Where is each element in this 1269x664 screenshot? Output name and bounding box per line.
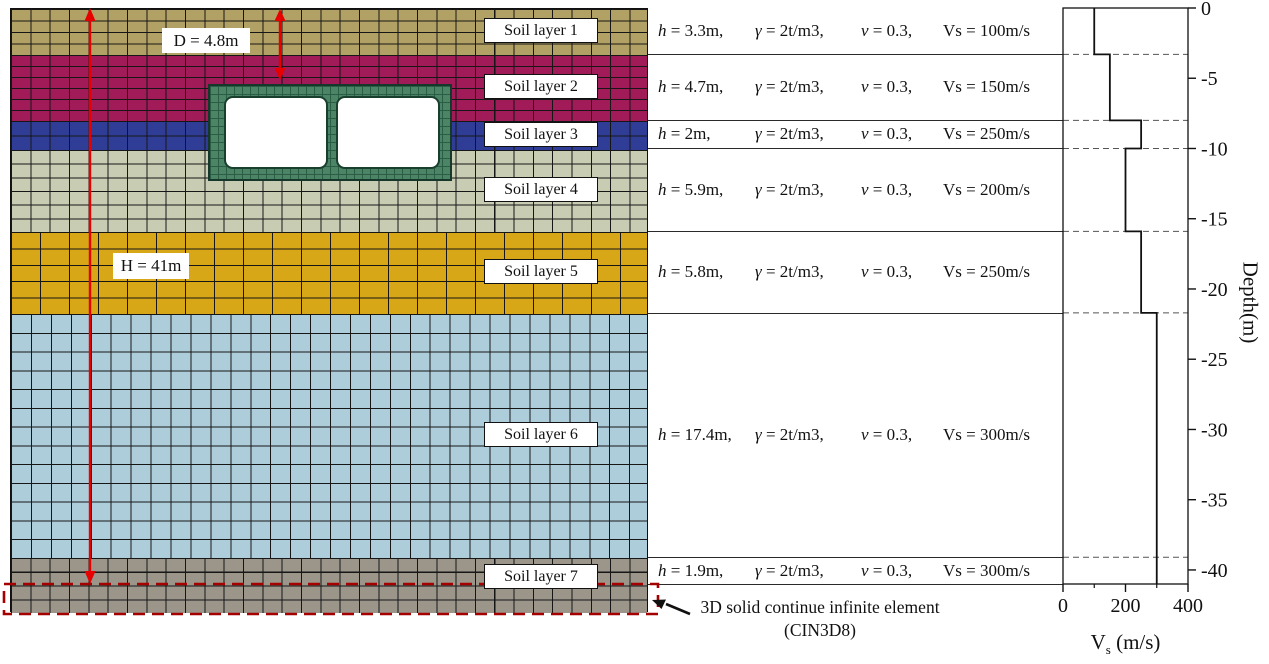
x-tick-label: 200	[1111, 595, 1141, 617]
y-tick-label: -15	[1201, 209, 1228, 231]
soil-layer-4-label: Soil layer 4	[484, 177, 598, 202]
layer-boundary-line	[648, 54, 1063, 55]
tunnel-structure-mesh	[208, 84, 452, 181]
shear-velocity-value: Vs = 100m/s	[943, 21, 1031, 40]
soil-layer-7-properties: h = 1.9m, γ = 2t/m3, ν = 0.3, Vs = 300m/s	[658, 558, 1058, 584]
soil-layer-1-label: Soil layer 1	[484, 18, 598, 43]
unit-weight-value: γ = 2t/m3,	[755, 561, 824, 580]
y-tick-label: -40	[1201, 560, 1228, 582]
x-axis-title-sub: s	[1105, 642, 1111, 658]
poisson-ratio-value: ν = 0.3,	[861, 21, 913, 40]
unit-weight-value: γ = 2t/m3,	[755, 262, 824, 281]
layer-boundary-line	[648, 584, 1063, 585]
thickness-value: h = 4.7m,	[658, 77, 724, 96]
x-axis-title-unit: (m/s)	[1110, 630, 1161, 654]
soil-layer-5-label: Soil layer 5	[484, 259, 598, 284]
thickness-value: h = 5.8m,	[658, 262, 724, 281]
x-axis-title: Vs (m/s)	[1063, 630, 1188, 658]
y-tick-label: -25	[1201, 349, 1228, 371]
layer-boundary-line	[648, 231, 1063, 232]
shear-velocity-value: Vs = 200m/s	[943, 180, 1031, 199]
soil-layer-1-mesh	[11, 9, 647, 55]
poisson-ratio-value: ν = 0.3,	[861, 77, 913, 96]
shear-velocity-value: Vs = 250m/s	[943, 124, 1031, 143]
tunnel-left-cell-opening	[224, 96, 328, 169]
soil-layer-3-properties: h = 2m, γ = 2t/m3, ν = 0.3, Vs = 250m/s	[658, 121, 1058, 147]
poisson-ratio-value: ν = 0.3,	[861, 124, 913, 143]
layer-boundary-line	[648, 120, 1063, 121]
unit-weight-value: γ = 2t/m3,	[755, 180, 824, 199]
y-tick-label: -5	[1201, 68, 1218, 90]
unit-weight-value: γ = 2t/m3,	[755, 124, 824, 143]
plot-frame	[1062, 7, 1189, 585]
soil-layer-1-properties: h = 3.3m, γ = 2t/m3, ν = 0.3, Vs = 100m/s	[658, 18, 1058, 44]
poisson-ratio-value: ν = 0.3,	[861, 425, 913, 444]
unit-weight-value: γ = 2t/m3,	[755, 21, 824, 40]
layer-boundary-line	[648, 313, 1063, 314]
poisson-ratio-value: ν = 0.3,	[861, 561, 913, 580]
dimension-label-d: D = 4.8m	[162, 28, 250, 53]
vs-profile-step-line	[1093, 8, 1158, 584]
x-tick-label: 400	[1173, 595, 1203, 617]
soil-layer-4-properties: h = 5.9m, γ = 2t/m3, ν = 0.3, Vs = 200m/s	[658, 177, 1058, 203]
caption-line-1: 3D solid continue infinite element	[700, 597, 940, 617]
soil-layer-3-label: Soil layer 3	[484, 122, 598, 147]
vs-depth-chart: 0 -5 -10 -15 -20 -25 -30 -35 -40 0 200 400	[1058, 0, 1228, 617]
shear-velocity-value: Vs = 300m/s	[943, 425, 1031, 444]
thickness-value: h = 1.9m,	[658, 561, 724, 580]
unit-weight-value: γ = 2t/m3,	[755, 425, 824, 444]
y-axis-title: Depth(m)	[1238, 261, 1263, 344]
thickness-value: h = 5.9m,	[658, 180, 724, 199]
y-tick-label: -10	[1201, 138, 1228, 160]
thickness-value: h = 17.4m,	[658, 425, 732, 444]
y-tick-label: 0	[1201, 0, 1211, 20]
unit-weight-value: γ = 2t/m3,	[755, 77, 824, 96]
soil-layer-6-label: Soil layer 6	[484, 422, 598, 447]
thickness-value: h = 3.3m,	[658, 21, 724, 40]
poisson-ratio-value: ν = 0.3,	[861, 262, 913, 281]
shear-velocity-value: Vs = 300m/s	[943, 561, 1031, 580]
thickness-value: h = 2m,	[658, 124, 711, 143]
shear-velocity-value: Vs = 250m/s	[943, 262, 1031, 281]
x-axis-title-base: V	[1090, 630, 1106, 654]
y-tick-label: -35	[1201, 490, 1228, 512]
soil-layer-7-label: Soil layer 7	[484, 564, 598, 589]
layer-boundary-line	[648, 557, 1063, 558]
caption-line-2: (CIN3D8)	[784, 620, 856, 640]
layer-boundary-line	[648, 148, 1063, 149]
soil-layer-6-properties: h = 17.4m, γ = 2t/m3, ν = 0.3, Vs = 300m/s	[658, 422, 1058, 448]
tunnel-right-cell-opening	[336, 96, 440, 169]
shear-velocity-value: Vs = 150m/s	[943, 77, 1031, 96]
soil-layer-2-label: Soil layer 2	[484, 74, 598, 99]
poisson-ratio-value: ν = 0.3,	[861, 180, 913, 199]
soil-layer-2-properties: h = 4.7m, γ = 2t/m3, ν = 0.3, Vs = 150m/s	[658, 74, 1058, 100]
infinite-element-caption: 3D solid continue infinite element (CIN3…	[675, 596, 965, 642]
soil-layer-5-properties: h = 5.8m, γ = 2t/m3, ν = 0.3, Vs = 250m/s	[658, 259, 1058, 285]
x-tick-label: 0	[1058, 595, 1068, 617]
y-tick-label: -30	[1201, 419, 1228, 441]
y-tick-label: -20	[1201, 279, 1228, 301]
dimension-label-h: H = 41m	[113, 253, 189, 279]
